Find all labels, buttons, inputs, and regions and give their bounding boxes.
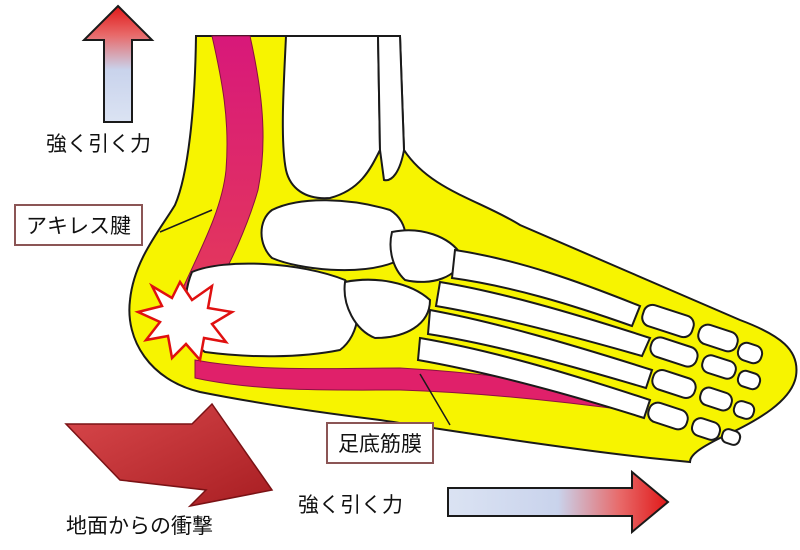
metatarsal-1 bbox=[450, 248, 642, 328]
metatarsal-3 bbox=[426, 308, 654, 390]
navicular-bone bbox=[389, 229, 464, 283]
starburst-icon bbox=[134, 279, 236, 363]
plantar-fascia-label: 足底筋膜 bbox=[326, 422, 434, 464]
pull-force-up-label: 強く引く力 bbox=[46, 132, 151, 156]
tibia-bone bbox=[281, 35, 382, 200]
gradient-right-arrow bbox=[447, 469, 670, 535]
pull-force-right-label: 強く引く力 bbox=[298, 493, 403, 517]
achilles-tendon-label: アキレス腱 bbox=[14, 204, 143, 246]
achilles-leader-line bbox=[159, 209, 213, 233]
gradient-up-arrow bbox=[81, 4, 155, 123]
toe-phalanges bbox=[641, 303, 764, 446]
ground-impact-label: 地面からの衝撃 bbox=[66, 514, 213, 538]
metatarsal-2 bbox=[434, 280, 652, 358]
fibula-bone bbox=[376, 35, 406, 182]
diagonal-impact-arrow bbox=[64, 402, 274, 508]
cuboid-bone bbox=[343, 278, 432, 340]
talus-bone bbox=[260, 199, 407, 272]
metatarsal-4 bbox=[416, 336, 652, 420]
fascia-leader-line bbox=[419, 373, 451, 426]
